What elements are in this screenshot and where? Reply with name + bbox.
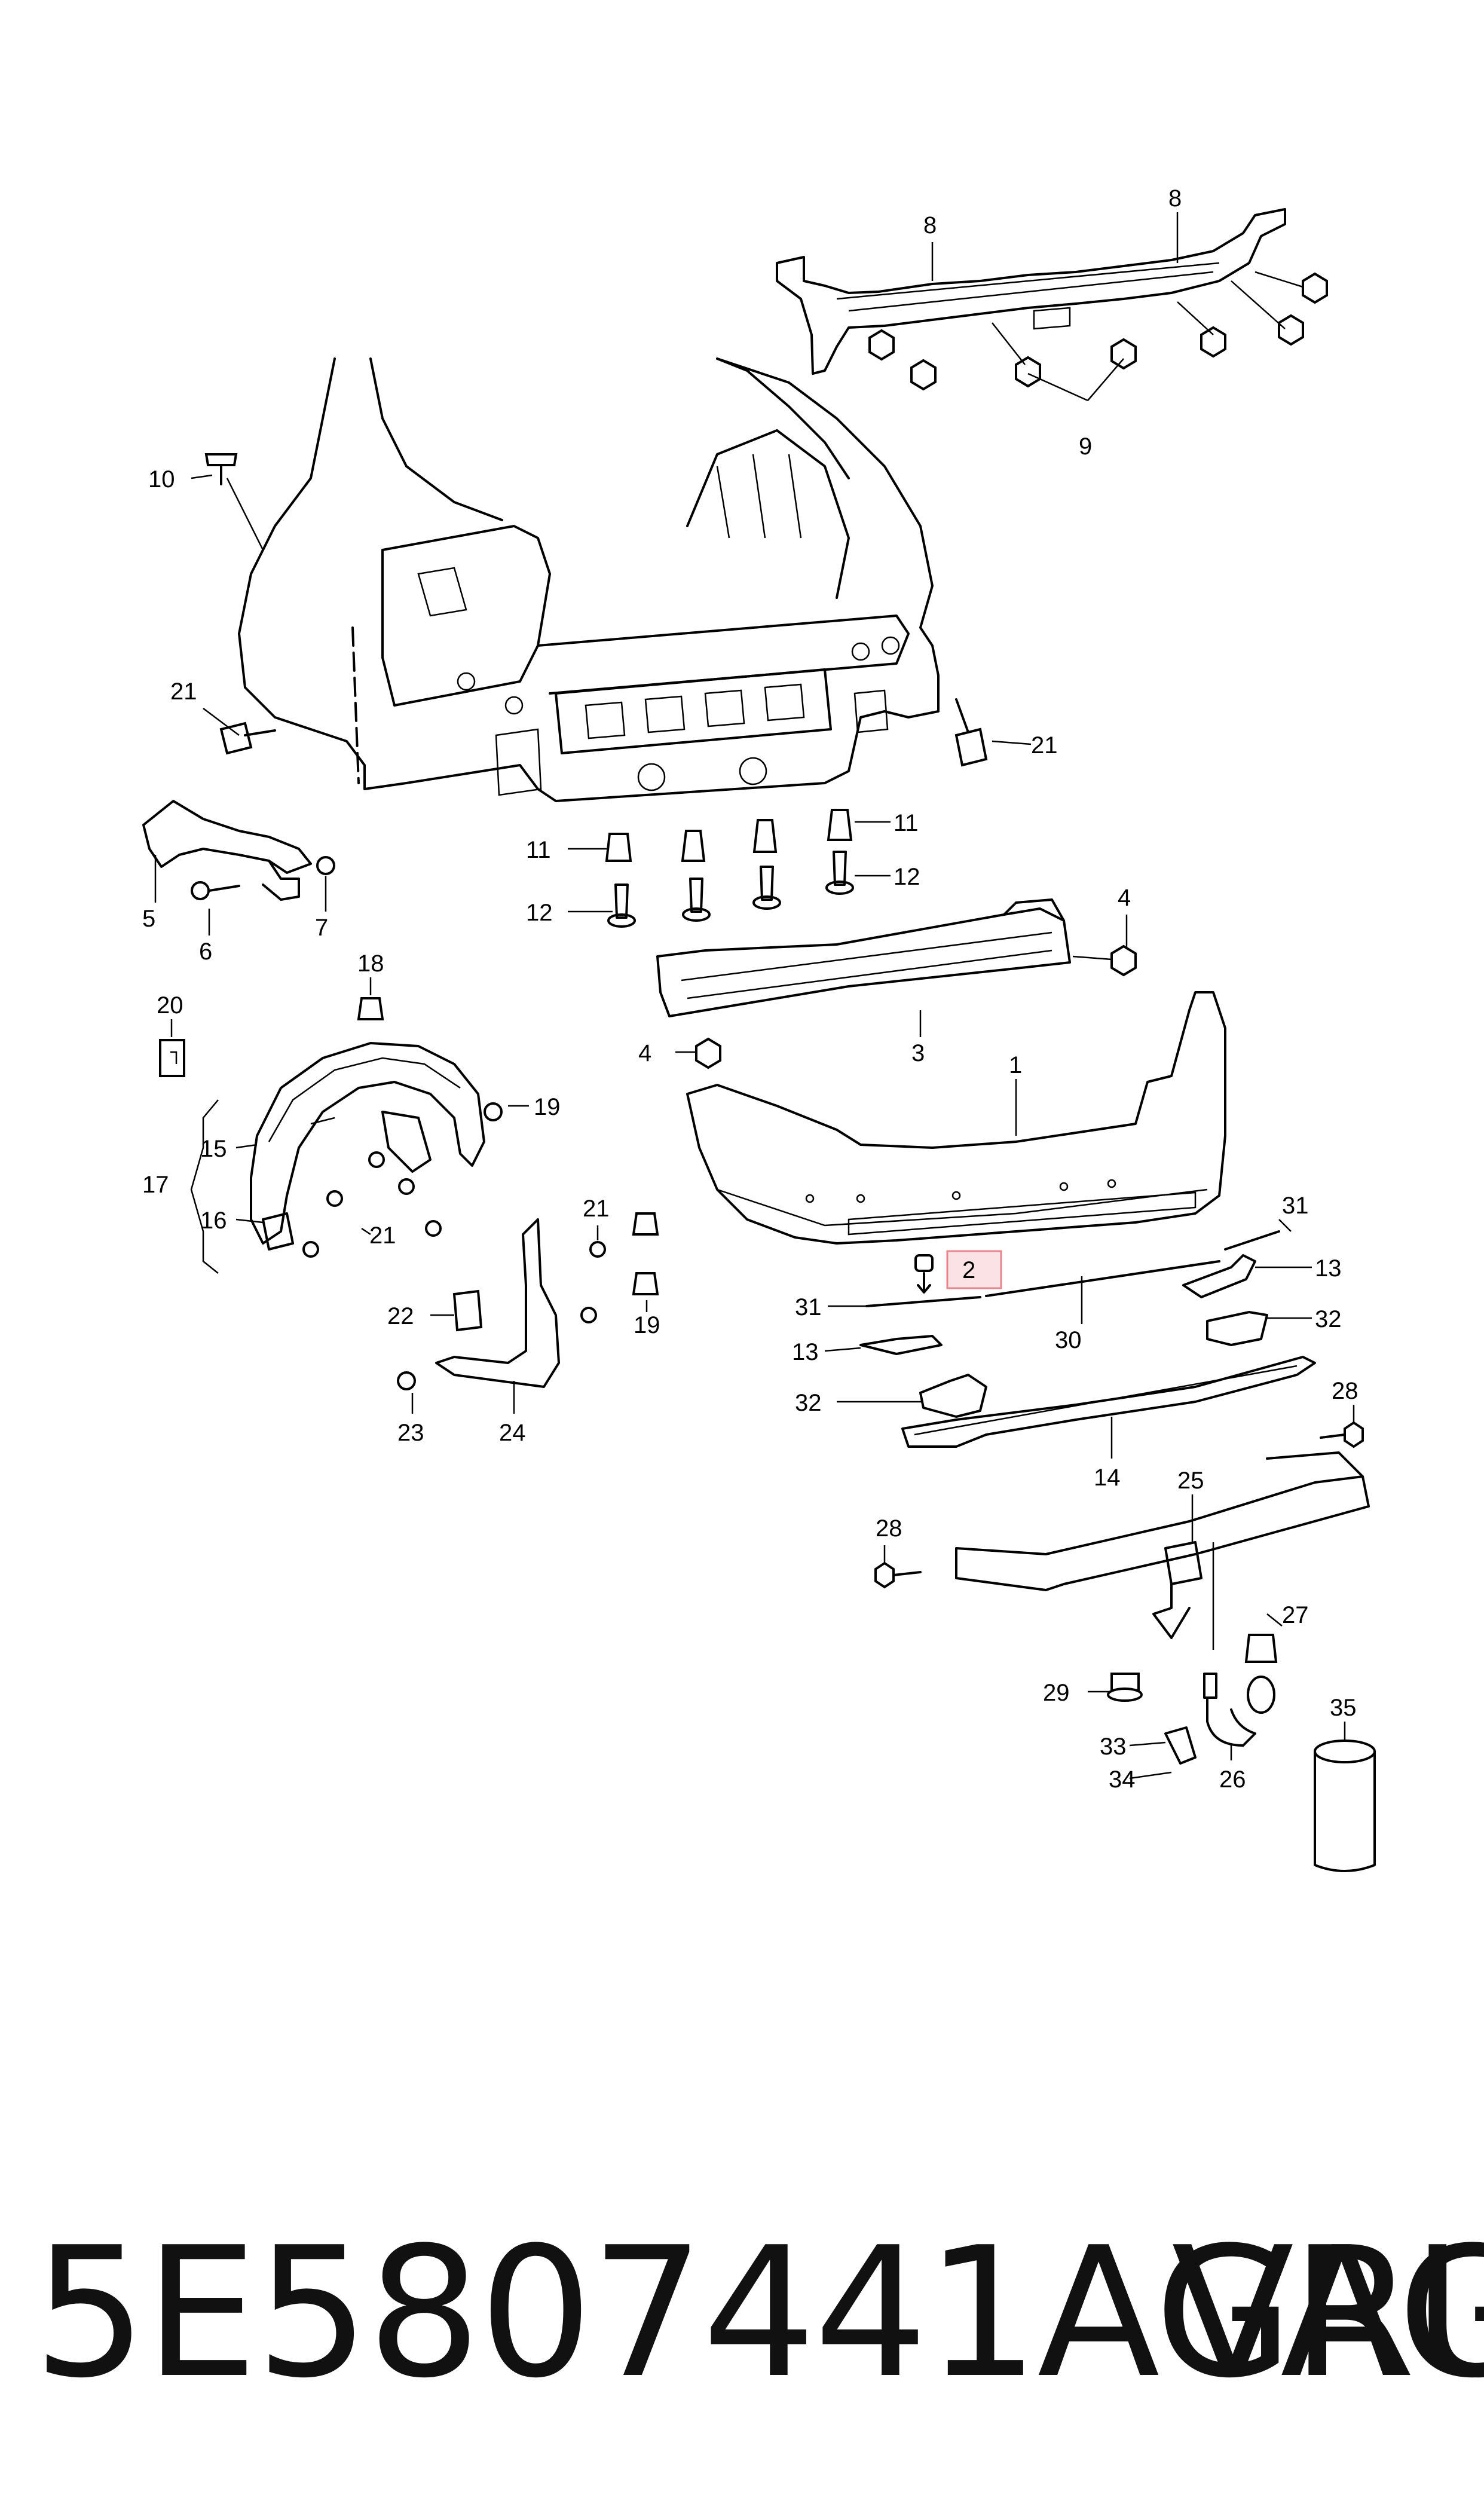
side-guide-bracket (142, 800, 335, 901)
callout-31: 31 (795, 1294, 822, 1320)
exploded-parts-diagram: 8 8 9 10 21 21 (142, 185, 1376, 1872)
callout-27: 27 (1282, 1602, 1309, 1628)
trim-strips (865, 1230, 1280, 1307)
callout-20: 20 (157, 992, 183, 1019)
callout-8: 8 (1168, 185, 1182, 212)
callout-32: 32 (1315, 1306, 1342, 1332)
callout-25: 25 (1177, 1468, 1204, 1494)
impact-bar (656, 898, 1071, 1017)
highlighted-part-2: 2 (914, 1250, 1002, 1294)
mudflap-fasteners (397, 1212, 659, 1390)
callout-11: 11 (894, 810, 919, 836)
callout-12: 12 (526, 900, 553, 926)
callout-2: 2 (962, 1257, 975, 1283)
callout-24: 24 (499, 1420, 526, 1446)
callout-10: 10 (148, 466, 175, 493)
callout-4: 4 (1118, 885, 1131, 911)
bracket-nuts (868, 272, 1328, 391)
callout-19: 19 (534, 1094, 561, 1120)
bumper-mounting-bracket (776, 208, 1286, 375)
callout-26: 26 (1219, 1766, 1246, 1793)
callout-6: 6 (199, 938, 212, 965)
callout-28: 28 (1332, 1378, 1358, 1404)
wheel-housing-liner (250, 1042, 485, 1251)
callout-19: 19 (634, 1312, 660, 1338)
rear-body-shell (238, 357, 940, 802)
callout-11: 11 (526, 837, 551, 863)
part-20-label-tag (159, 1019, 185, 1077)
callout-32: 32 (795, 1390, 822, 1416)
part-18-clip (357, 997, 384, 1020)
expanding-clips (605, 809, 854, 928)
callout-12: 12 (894, 864, 920, 890)
bumper-cover (686, 991, 1226, 1245)
callout-17: 17 (142, 1172, 169, 1198)
callout-21: 21 (583, 1196, 610, 1222)
callout-4: 4 (638, 1040, 651, 1066)
callout-31: 31 (1282, 1193, 1309, 1219)
callout-15: 15 (200, 1136, 227, 1162)
callout-13: 13 (792, 1339, 819, 1365)
rear-diffuser (901, 1356, 1316, 1448)
callout-13: 13 (1315, 1255, 1342, 1282)
crossmember-bolts (874, 1421, 1364, 1589)
body-screws (204, 453, 988, 767)
callout-16: 16 (200, 1207, 227, 1234)
callout-33: 33 (1100, 1734, 1127, 1760)
callout-30: 30 (1055, 1327, 1082, 1353)
mud-flap (435, 1218, 560, 1388)
part-number: 5E5807441AGRU (33, 2209, 1484, 2417)
callout-21: 21 (1031, 732, 1058, 759)
impact-bar-bolts (695, 944, 1137, 1069)
callout-14: 14 (1094, 1465, 1121, 1491)
callout-23: 23 (397, 1420, 424, 1446)
callout-7: 7 (315, 915, 328, 941)
callout-18: 18 (357, 950, 384, 977)
liner-screws (302, 1102, 503, 1258)
sealant-canister (1314, 1740, 1376, 1872)
callout-1: 1 (1009, 1052, 1022, 1078)
callout-34: 34 (1109, 1766, 1136, 1793)
callout-21: 21 (170, 678, 197, 705)
callout-21: 21 (369, 1222, 396, 1249)
highlight-box (946, 1250, 1002, 1289)
callout-5: 5 (142, 906, 155, 932)
callout-28: 28 (876, 1515, 902, 1542)
callout-22: 22 (387, 1303, 414, 1329)
tow-ball-assembly (1107, 1634, 1278, 1765)
callout-3: 3 (911, 1040, 925, 1066)
side-brackets (859, 1254, 1268, 1418)
brand-name: VAG (1171, 2209, 1484, 2417)
tow-bar-crossmember (955, 1451, 1370, 1650)
callout-29: 29 (1043, 1680, 1070, 1706)
callout-9: 9 (1079, 433, 1092, 460)
callout-8: 8 (923, 212, 937, 239)
callout-35: 35 (1330, 1695, 1357, 1721)
